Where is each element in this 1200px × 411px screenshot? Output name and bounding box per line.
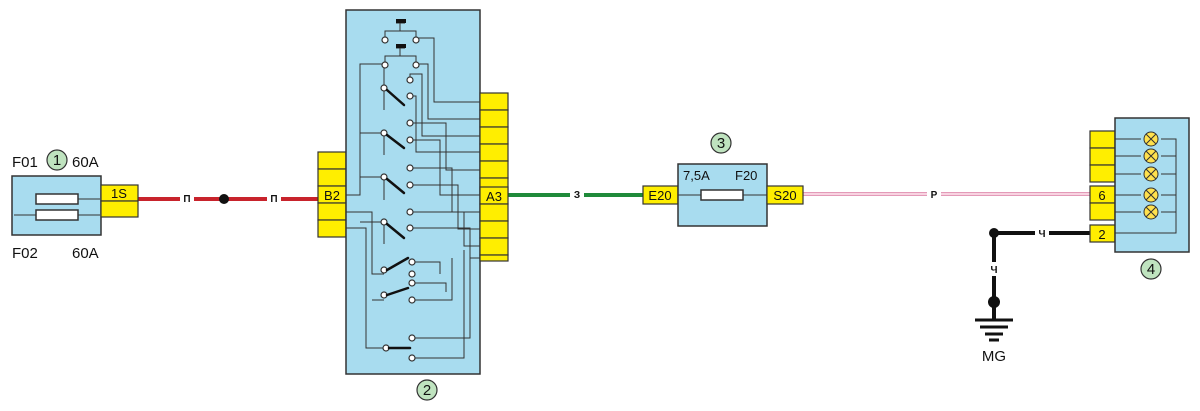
component-number-2: 2 [423, 382, 431, 399]
pin-empty [479, 237, 509, 256]
pin-empty [317, 151, 347, 170]
fuse-element [35, 209, 79, 221]
fuse-id: F20 [735, 168, 757, 183]
component-badge-3 [710, 132, 732, 154]
pin-label-2: 2 [1098, 227, 1105, 242]
pin-empty [479, 160, 509, 179]
pin-label-s20: S20 [773, 188, 796, 203]
pin-empty [1089, 147, 1116, 166]
pin-empty [479, 254, 509, 262]
fuse-rating: 7,5A [683, 168, 710, 183]
pin-label-1s: 1S [111, 186, 127, 201]
pin-label-e20: E20 [648, 188, 671, 203]
pin-label-6: 6 [1098, 188, 1105, 203]
pink-wire: Р [803, 186, 1090, 201]
fuse-element [700, 189, 744, 201]
fuse-rating-top: 60A [72, 154, 99, 171]
fuse-block-body [11, 175, 102, 236]
component-badge-4 [1140, 258, 1162, 280]
wire-label-black-h: Ч [1038, 229, 1045, 240]
pin-empty [317, 168, 347, 187]
green-wire: З [508, 187, 643, 201]
component-badge-1 [46, 149, 68, 171]
fuse-rating-bottom: 60A [72, 245, 99, 262]
pin-label-a3: A3 [486, 189, 502, 204]
fuse-block-1: F01 1 60A 1S F02 60A [11, 149, 139, 262]
switch-block-2: B2 A3 2 [317, 9, 509, 401]
component-badge-2 [416, 379, 438, 401]
fuse-label-f01: F01 [12, 154, 38, 171]
ground-symbol: MG [975, 302, 1013, 365]
pin-label-b2: B2 [324, 188, 340, 203]
fuse-element [35, 193, 79, 205]
wire-label-red-1: П [183, 194, 190, 205]
wire-label-red-2: П [270, 194, 277, 205]
black-wire: Ч Ч [987, 226, 1090, 320]
wire-label-green: З [574, 190, 580, 201]
pin-empty [479, 109, 509, 128]
fuse-label-f02: F02 [12, 245, 38, 262]
pin-empty [479, 126, 509, 145]
pin-empty [479, 143, 509, 162]
push-button-icon [396, 19, 406, 23]
switch-levers [385, 88, 412, 350]
red-wire: П П [138, 191, 318, 205]
pin-empty [1089, 202, 1116, 221]
pin-empty [100, 200, 139, 218]
wire-label-pink: Р [931, 190, 938, 201]
pin-empty [317, 219, 347, 238]
component-number-4: 4 [1147, 261, 1155, 278]
pin-empty [479, 203, 509, 222]
lamp-icon [1143, 187, 1159, 203]
push-button-icon [396, 44, 406, 48]
pin-s20 [766, 185, 804, 205]
lamp-icon [1143, 131, 1159, 147]
component-number-1: 1 [53, 152, 61, 169]
pin-empty [479, 92, 509, 111]
component-number-3: 3 [717, 135, 725, 152]
fuse-f20-3: 3 E20 7,5A F20 S20 [642, 132, 804, 227]
splice-dot [219, 194, 229, 204]
lamp-icon [1143, 148, 1159, 164]
ground-label: MG [982, 348, 1006, 365]
switch-contacts [380, 36, 420, 362]
pin-empty [479, 220, 509, 239]
lamp-cluster-4: 6 2 [1089, 117, 1190, 280]
lamp-wiring [1115, 138, 1177, 234]
pin-empty [1089, 130, 1116, 149]
pin-empty [1089, 164, 1116, 183]
lamp-icon [1143, 204, 1159, 220]
lamp-icon [1143, 166, 1159, 182]
wire-label-black-v: Ч [990, 265, 997, 276]
pin-empty [317, 202, 347, 221]
internal-wiring [346, 22, 480, 359]
